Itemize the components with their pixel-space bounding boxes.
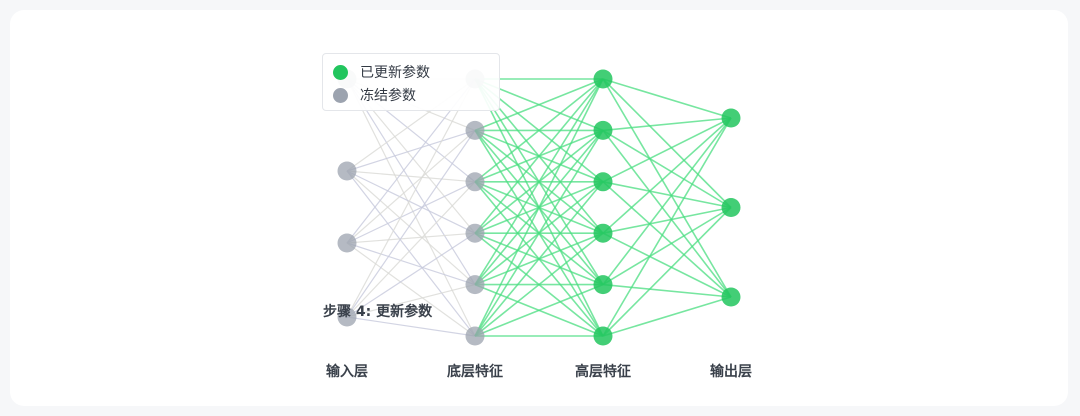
edge-0-1-3 [346,170,476,234]
edge-0-3-5 [346,316,476,337]
updated-dot-icon [333,64,348,80]
edge-0-3-2 [346,181,476,318]
edge-1-3-0 [474,78,604,234]
node-layer2-2 [593,172,613,192]
edge-0-3-4 [346,284,476,318]
edge-0-2-2 [346,181,476,244]
edge-0-2-4 [346,242,476,286]
edge-0-3-3 [346,232,476,318]
edge-2-1-0 [602,117,732,132]
edge-2-3-0 [602,117,732,234]
layer-label-high-features: 高层特征 [575,364,631,380]
edge-0-2-1 [346,129,476,244]
edge-0-0-5 [346,78,476,337]
node-layer0-2 [337,233,357,253]
step-label: 步骤 4: 更新参数 [323,304,433,320]
edge-2-3-2 [602,232,732,298]
edge-0-3-1 [346,130,476,318]
edge-1-1-0 [474,78,604,132]
edge-2-5-2 [602,296,732,337]
edge-2-1-1 [602,129,732,209]
legend-item-updated: 已更新参数 [333,62,430,82]
node-layer2-0 [593,69,613,89]
edge-1-4-0 [474,78,604,286]
edge-2-4-1 [602,206,732,286]
edge-2-0-1 [602,78,732,209]
legend-label-frozen: 冻结参数 [360,88,416,104]
legend: 已更新参数 冻结参数 [322,53,500,111]
edge-0-1-4 [346,170,476,286]
node-layer1-1 [465,120,485,140]
edge-2-2-1 [602,181,732,209]
connection-edges [346,78,732,337]
edge-0-2-5 [346,242,476,337]
edge-2-3-1 [602,206,732,234]
node-layer0-1 [337,161,357,181]
edge-2-5-1 [602,206,732,337]
node-layer2-5 [593,326,613,346]
edge-1-5-2 [474,181,604,337]
edge-1-5-0 [474,78,604,337]
edge-2-2-0 [602,117,732,183]
edge-2-4-0 [602,117,732,286]
node-layer1-5 [465,326,485,346]
frozen-dot-icon [333,87,348,103]
layer-label-low-features: 底层特征 [447,364,503,380]
edge-0-0-4 [346,78,476,285]
legend-item-frozen: 冻结参数 [333,85,416,105]
edge-2-2-2 [602,181,732,298]
legend-label-updated: 已更新参数 [360,65,430,81]
node-layer2-4 [593,275,613,295]
node-layer3-1 [721,198,741,217]
edge-0-2-3 [346,232,476,244]
edge-1-5-3 [474,232,604,337]
node-layer1-3 [465,223,485,243]
edge-0-1-1 [346,129,476,172]
edge-1-5-1 [474,129,604,337]
edge-0-1-2 [346,170,476,183]
node-layer3-2 [721,287,741,307]
edge-2-0-2 [602,78,732,298]
edge-2-1-2 [602,129,732,298]
node-layer1-4 [465,275,485,295]
node-layer1-2 [465,172,485,192]
node-layer2-3 [593,223,613,243]
edge-0-1-5 [346,170,476,337]
edge-0-3-0 [346,78,476,318]
node-layer0-3 [337,307,357,327]
edge-2-5-0 [602,117,732,337]
edge-2-4-2 [602,283,732,298]
edge-1-5-4 [474,283,604,337]
edge-1-2-0 [474,78,604,183]
node-layer2-1 [593,120,613,140]
layer-label-input: 输入层 [326,364,368,380]
node-layer3-0 [721,108,741,128]
edge-2-0-0 [602,78,732,119]
layer-label-output: 输出层 [710,364,752,380]
